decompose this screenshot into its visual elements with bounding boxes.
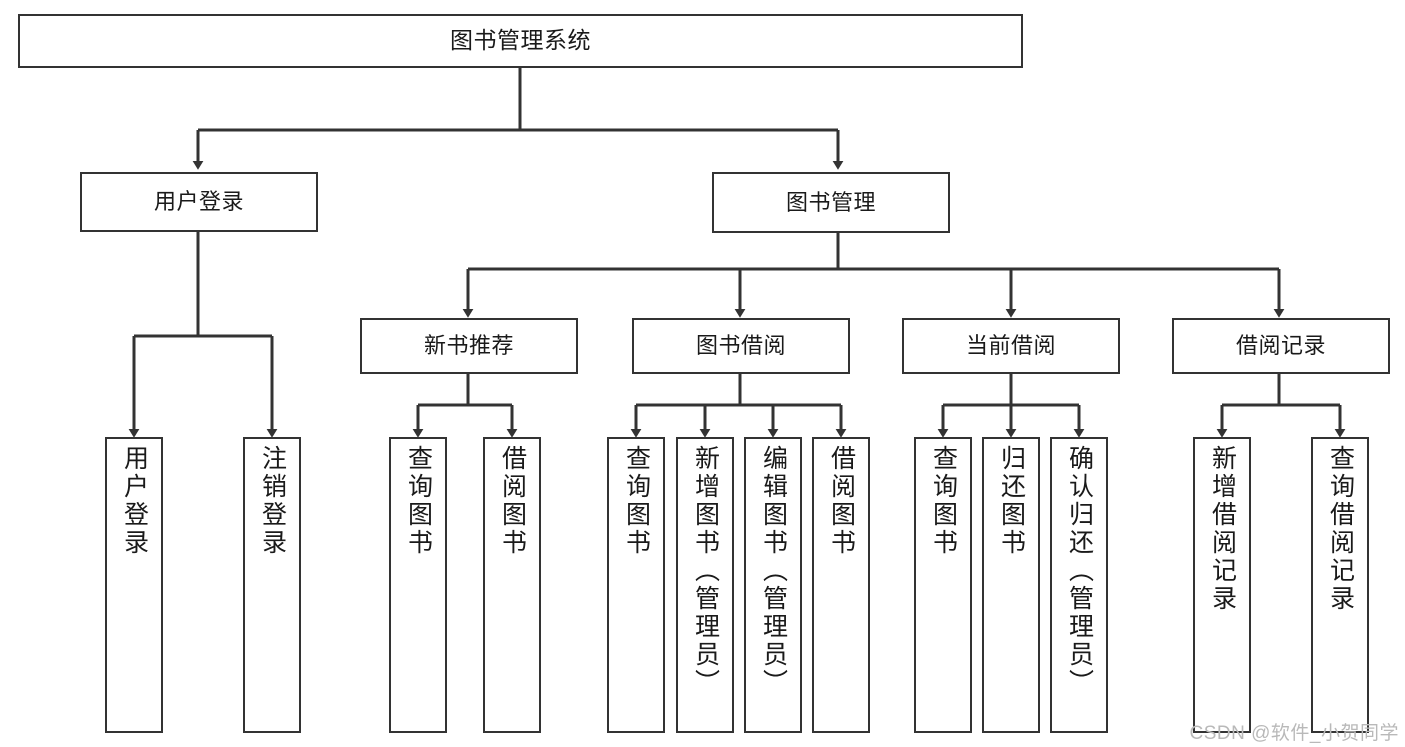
node-leaf-query-book-3-label: 查询图书 bbox=[929, 445, 958, 557]
node-leaf-borrow-book-1[interactable]: 借阅图书 bbox=[483, 437, 541, 733]
node-leaf-edit-book-label: 编辑图书（管理员） bbox=[759, 445, 788, 697]
node-leaf-query-book-2-label: 查询图书 bbox=[622, 445, 651, 557]
node-book-borrow[interactable]: 图书借阅 bbox=[632, 318, 850, 374]
node-leaf-query-book-2[interactable]: 查询图书 bbox=[607, 437, 665, 733]
node-leaf-user-login[interactable]: 用户登录 bbox=[105, 437, 163, 733]
node-leaf-borrow-book-2-label: 借阅图书 bbox=[827, 445, 856, 557]
watermark: CSDN @软件_小贺同学 bbox=[1189, 723, 1399, 744]
node-leaf-confirm-return[interactable]: 确认归还（管理员） bbox=[1050, 437, 1108, 733]
node-borrow-record-label: 借阅记录 bbox=[1235, 333, 1326, 359]
node-leaf-logout-label: 注销登录 bbox=[258, 445, 287, 557]
node-leaf-query-book-1[interactable]: 查询图书 bbox=[389, 437, 447, 733]
node-leaf-return-book-label: 归还图书 bbox=[997, 445, 1026, 557]
node-leaf-add-book-label: 新增图书（管理员） bbox=[691, 445, 720, 697]
node-root[interactable]: 图书管理系统 bbox=[18, 14, 1023, 68]
node-leaf-query-record[interactable]: 查询借阅记录 bbox=[1311, 437, 1369, 733]
node-leaf-query-book-1-label: 查询图书 bbox=[404, 445, 433, 557]
node-leaf-logout[interactable]: 注销登录 bbox=[243, 437, 301, 733]
node-leaf-user-login-label: 用户登录 bbox=[120, 445, 149, 557]
node-borrow-record[interactable]: 借阅记录 bbox=[1172, 318, 1390, 374]
node-leaf-add-record-label: 新增借阅记录 bbox=[1208, 445, 1237, 613]
node-leaf-edit-book[interactable]: 编辑图书（管理员） bbox=[744, 437, 802, 733]
node-leaf-add-book[interactable]: 新增图书（管理员） bbox=[676, 437, 734, 733]
node-leaf-return-book[interactable]: 归还图书 bbox=[982, 437, 1040, 733]
node-leaf-add-record[interactable]: 新增借阅记录 bbox=[1193, 437, 1251, 733]
node-new-book-rec-label: 新书推荐 bbox=[423, 333, 514, 359]
node-leaf-query-record-label: 查询借阅记录 bbox=[1326, 445, 1355, 613]
node-leaf-borrow-book-2[interactable]: 借阅图书 bbox=[812, 437, 870, 733]
node-book-borrow-label: 图书借阅 bbox=[695, 333, 786, 359]
node-leaf-query-book-3[interactable]: 查询图书 bbox=[914, 437, 972, 733]
node-current-borrow-label: 当前借阅 bbox=[965, 333, 1056, 359]
node-new-book-rec[interactable]: 新书推荐 bbox=[360, 318, 578, 374]
node-book-manage-label: 图书管理 bbox=[785, 189, 876, 215]
node-user-login[interactable]: 用户登录 bbox=[80, 172, 318, 232]
node-user-login-label: 用户登录 bbox=[153, 189, 244, 215]
node-leaf-confirm-return-label: 确认归还（管理员） bbox=[1065, 445, 1094, 697]
node-leaf-borrow-book-1-label: 借阅图书 bbox=[498, 445, 527, 557]
node-current-borrow[interactable]: 当前借阅 bbox=[902, 318, 1120, 374]
node-book-manage[interactable]: 图书管理 bbox=[712, 172, 950, 233]
node-root-label: 图书管理系统 bbox=[450, 27, 591, 54]
